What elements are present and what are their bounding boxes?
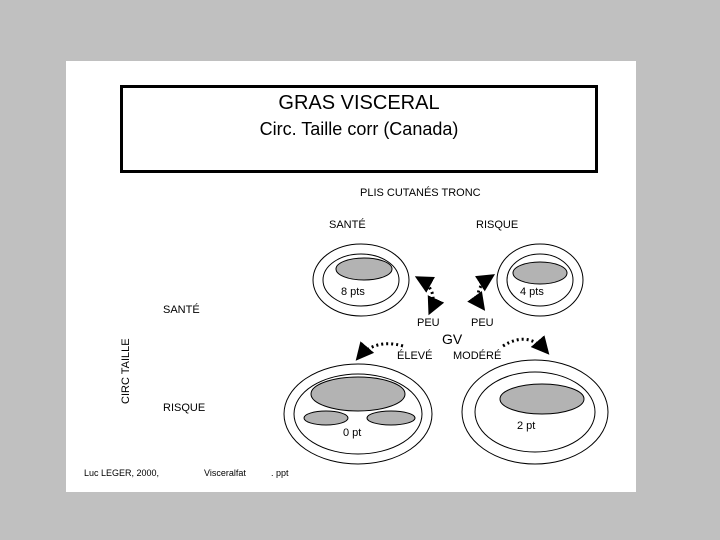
arrow-top-right-to-peu	[478, 276, 492, 308]
label-eleve: ÉLEVÉ	[397, 350, 432, 362]
top-axis-left-label: SANTÉ	[329, 219, 366, 231]
cell-bottom-left	[284, 364, 432, 464]
score-top-right: 4 pts	[520, 286, 544, 298]
score-bottom-right: 2 pt	[517, 420, 535, 432]
label-peu-right: PEU	[471, 317, 494, 329]
cell-top-left	[313, 244, 409, 316]
score-top-left: 8 pts	[341, 286, 365, 298]
score-bottom-left: 0 pt	[343, 427, 361, 439]
arrow-top-left-to-peu	[418, 278, 433, 312]
fat-mass-left	[304, 411, 348, 425]
cell-top-right	[497, 244, 583, 316]
cell-bottom-right	[462, 360, 608, 464]
label-gv: GV	[442, 331, 462, 347]
side-axis-bottom-label: RISQUE	[163, 402, 205, 414]
footer-ext: . ppt	[271, 468, 289, 478]
fat-mass	[500, 384, 584, 414]
fat-mass	[513, 262, 567, 284]
fat-mass	[311, 377, 405, 411]
label-modere: MODÉRÉ	[453, 350, 501, 362]
side-axis-header: CIRC TAILLE	[120, 344, 132, 404]
footer-file: Visceralfat	[204, 468, 246, 478]
top-axis-header: PLIS CUTANÉS TRONC	[360, 187, 481, 199]
fat-mass-right	[367, 411, 415, 425]
fat-mass	[336, 258, 392, 280]
side-axis-top-label: SANTÉ	[163, 304, 200, 316]
arrow-modere	[503, 339, 547, 352]
top-axis-right-label: RISQUE	[476, 219, 518, 231]
label-peu-left: PEU	[417, 317, 440, 329]
footer-author: Luc LEGER, 2000,	[84, 468, 159, 478]
